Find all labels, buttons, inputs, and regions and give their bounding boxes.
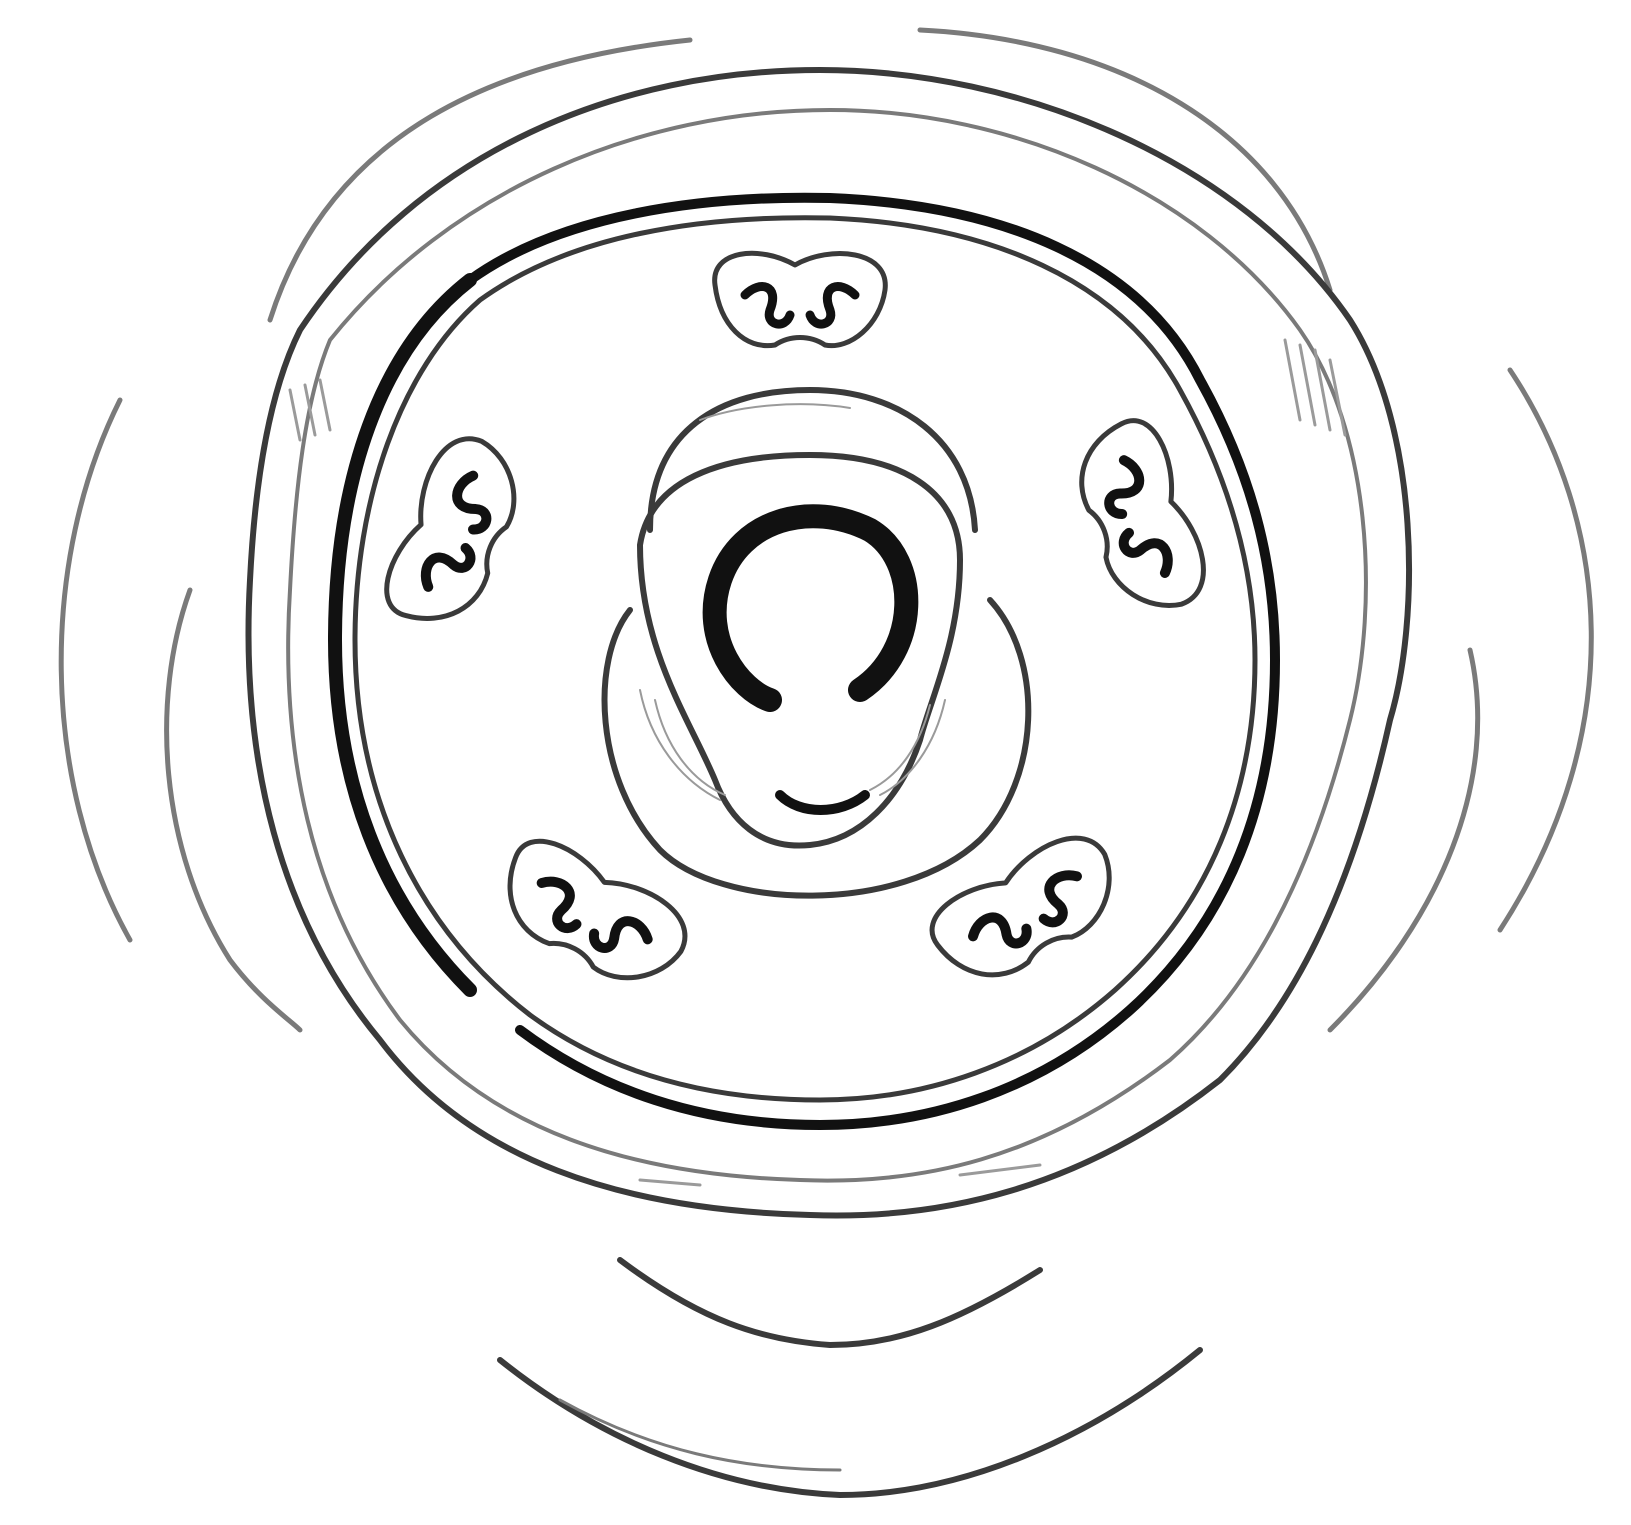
outer-arc-top-right <box>920 30 1330 290</box>
petal-whorl <box>249 70 1410 1216</box>
stamen-pair-bottom-right <box>922 823 1133 998</box>
outer-arc-left-inner <box>167 590 300 1030</box>
pistil-crescent <box>715 516 907 700</box>
bract-arcs <box>500 1260 1200 1495</box>
pistil-lower-arc <box>780 795 865 810</box>
bract-arc-upper <box>620 1260 1040 1345</box>
stamen-pair-left <box>376 428 533 639</box>
petal-whorl-inner-ring <box>288 110 1366 1181</box>
bract-arc-lower-inner <box>560 1400 840 1470</box>
receptacle-ring-inner <box>355 218 1255 1100</box>
stamen-pair-right <box>1064 413 1216 623</box>
stamens <box>376 253 1216 1000</box>
petal-hatching <box>290 340 1345 1185</box>
receptacle-ring-outer <box>470 198 1275 1125</box>
outer-arc-right <box>1500 370 1591 930</box>
outer-arc-left <box>61 400 130 940</box>
stamen-pair-top <box>715 253 886 345</box>
central-pistil <box>605 390 1029 896</box>
pistil-outer-lower <box>605 600 1029 896</box>
